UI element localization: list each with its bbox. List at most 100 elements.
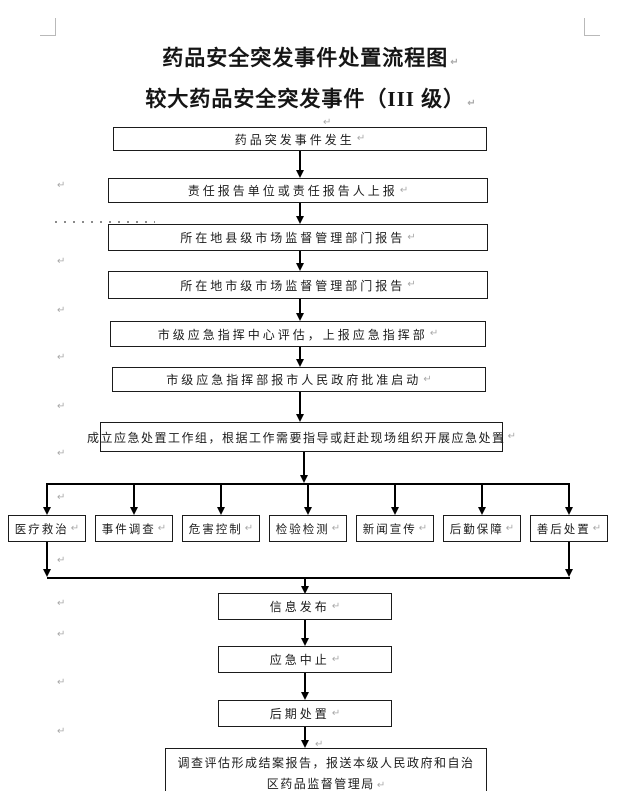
paragraph-mark: ↵ — [57, 180, 66, 191]
paragraph-mark: ↵ — [157, 522, 167, 534]
paragraph-mark: ↵ — [70, 522, 80, 534]
title-text: 较大药品安全突发事件（III 级） — [145, 87, 466, 111]
paragraph-mark: ↵ — [57, 352, 66, 363]
branch-box: 检验检测↵ — [269, 515, 347, 542]
flow-step-label: 后期处置 — [269, 707, 330, 721]
paragraph-mark: ↵ — [57, 629, 66, 640]
arrow-down — [296, 151, 304, 178]
arrow-down — [565, 542, 573, 577]
flow-step-label: 所在地市级市场监督管理部门报告 — [180, 278, 406, 293]
flow-step-label: 所在地县级市场监督管理部门报告 — [180, 231, 406, 245]
paragraph-mark: ↵ — [57, 305, 66, 316]
paragraph-mark: ↵ — [57, 492, 66, 503]
paragraph-mark: ↵ — [57, 598, 66, 609]
arrow-down — [43, 542, 51, 577]
branch-collector-line — [47, 577, 570, 579]
flow-step-box: 信息发布↵ — [218, 593, 392, 620]
title-text: 药品安全突发事件处置流程图 — [162, 46, 449, 70]
paragraph-mark: ↵ — [407, 231, 416, 243]
flow-step-box: 后期处置↵ — [218, 700, 392, 727]
flow-step-label: 调查评估形成结案报告，报送本级人民政府和自治区药品监督管理局↵ — [176, 753, 476, 791]
arrow-down — [301, 673, 309, 700]
paragraph-mark: ↵ — [323, 117, 332, 128]
flow-step-box: 责任报告单位或责任报告人上报↵ — [108, 178, 488, 203]
paragraph-mark: ↵ — [315, 739, 324, 750]
crop-mark-top-left — [55, 18, 56, 36]
flow-step-box: 调查评估形成结案报告，报送本级人民政府和自治区药品监督管理局↵ — [165, 748, 487, 791]
flow-step-box: 市级应急指挥中心评估，上报应急指挥部↵ — [110, 321, 486, 347]
page-title-line1: 药品安全突发事件处置流程图↵ — [0, 42, 621, 72]
paragraph-mark: ↵ — [331, 600, 341, 612]
paragraph-mark: ↵ — [57, 555, 66, 566]
arrow-down — [296, 251, 304, 271]
paragraph-mark: ↵ — [507, 431, 516, 442]
crop-mark-top-left — [40, 35, 56, 36]
flow-step-label: 信息发布 — [269, 600, 330, 614]
paragraph-mark: ↵ — [331, 653, 341, 665]
arrow-down — [301, 620, 309, 646]
paragraph-mark: ↵ — [57, 401, 66, 412]
crop-mark-top-right — [584, 18, 585, 36]
branch-box: 危害控制↵ — [182, 515, 260, 542]
branch-label: 后勤保障 — [449, 523, 504, 536]
arrow-down — [478, 483, 486, 515]
branch-label: 善后处置 — [536, 523, 591, 536]
branch-label: 危害控制 — [188, 523, 243, 536]
flow-step-box: 所在地市级市场监督管理部门报告↵ — [108, 271, 488, 299]
branch-label: 事件调查 — [101, 523, 156, 536]
paragraph-mark: ↵ — [418, 522, 428, 534]
dotted-leader-line — [55, 221, 155, 223]
flow-step-box: 应急中止↵ — [218, 646, 392, 673]
paragraph-mark: ↵ — [376, 780, 386, 791]
arrow-down — [296, 392, 304, 422]
branch-label: 检验检测 — [275, 523, 330, 536]
flow-step-box: 成立应急处置工作组，根据工作需要指导或赶赴现场组织开展应急处置↵ — [87, 422, 516, 452]
branch-box: 医疗救治↵ — [8, 515, 86, 542]
flow-step-label: 市级应急指挥中心评估，上报应急指挥部 — [157, 327, 428, 342]
branch-box: 新闻宣传↵ — [356, 515, 434, 542]
paragraph-mark: ↵ — [57, 677, 66, 688]
arrow-down — [301, 578, 309, 594]
paragraph-mark: ↵ — [399, 184, 409, 196]
paragraph-mark: ↵ — [467, 98, 476, 109]
branch-box: 事件调查↵ — [95, 515, 173, 542]
arrow-down — [300, 452, 308, 483]
paragraph-mark: ↵ — [423, 373, 432, 385]
flow-step-label: 药品突发事件发生 — [234, 132, 355, 147]
flow-step-label: 市级应急指挥部报市人民政府批准启动 — [166, 373, 422, 387]
branch-label: 新闻宣传 — [362, 523, 417, 536]
paragraph-mark: ↵ — [331, 522, 341, 534]
arrow-down — [296, 347, 304, 367]
crop-mark-top-right — [584, 35, 600, 36]
paragraph-mark: ↵ — [57, 726, 66, 737]
flow-step-box: 所在地县级市场监督管理部门报告↵ — [108, 224, 488, 251]
flow-step-box: 药品突发事件发生↵ — [113, 127, 487, 151]
page-title-line2: 较大药品安全突发事件（III 级）↵ — [0, 83, 621, 113]
arrow-down — [217, 483, 225, 515]
paragraph-mark: ↵ — [244, 522, 254, 534]
branch-label: 医疗救治 — [14, 523, 69, 536]
arrow-down — [296, 299, 304, 321]
paragraph-mark: ↵ — [57, 256, 66, 267]
paragraph-mark: ↵ — [331, 707, 341, 719]
paragraph-mark: ↵ — [450, 57, 459, 68]
branch-box: 善后处置↵ — [530, 515, 608, 542]
paragraph-mark: ↵ — [407, 279, 416, 290]
flow-step-text: 调查评估形成结案报告，报送本级人民政府和自治区药品监督管理局 — [177, 756, 475, 791]
arrow-down — [304, 483, 312, 515]
arrow-down — [565, 483, 573, 515]
arrow-down — [391, 483, 399, 515]
paragraph-mark: ↵ — [356, 133, 366, 144]
paragraph-mark: ↵ — [429, 328, 439, 339]
flow-step-label: 应急中止 — [269, 653, 330, 667]
flow-step-label: 成立应急处置工作组，根据工作需要指导或赶赴现场组织开展应急处置 — [87, 430, 506, 445]
arrow-down — [130, 483, 138, 515]
paragraph-mark: ↵ — [592, 522, 602, 534]
arrow-down — [296, 203, 304, 224]
paragraph-mark: ↵ — [57, 448, 66, 459]
arrow-down — [301, 727, 309, 748]
branch-box: 后勤保障↵ — [443, 515, 521, 542]
flow-step-box: 市级应急指挥部报市人民政府批准启动↵ — [112, 367, 486, 392]
paragraph-mark: ↵ — [505, 522, 515, 534]
